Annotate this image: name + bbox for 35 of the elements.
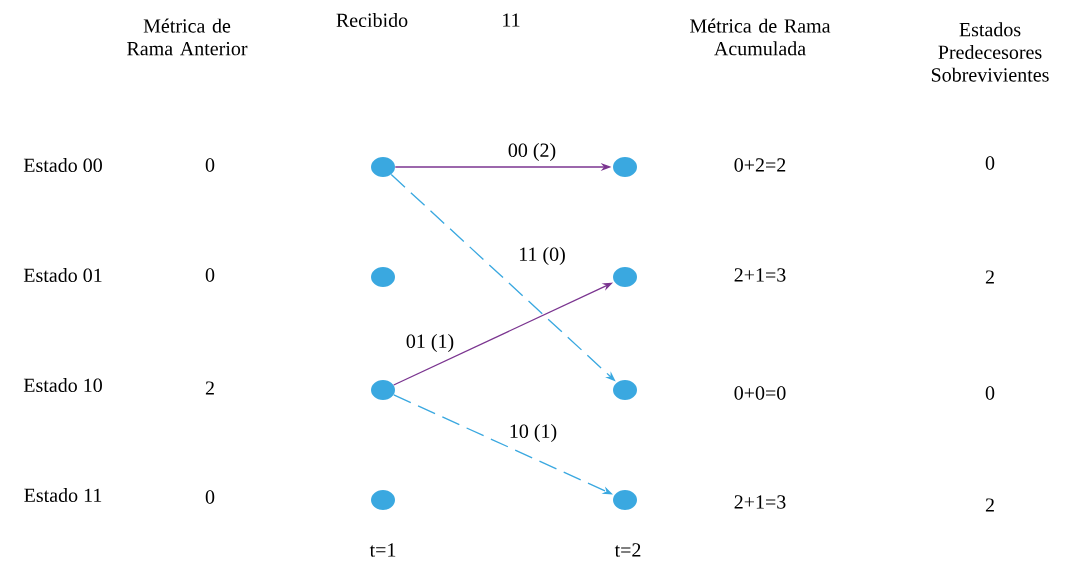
label-text: Métrica de Rama Anterior — [127, 18, 248, 56]
label-text: 0+0=0 — [734, 386, 786, 400]
state-dot — [613, 380, 637, 400]
label-text: 2+1=3 — [734, 268, 786, 282]
label-text: 2+1=3 — [734, 495, 786, 509]
edge-label: 00 (2) — [506, 141, 558, 163]
label-text: Estado 10 — [23, 378, 102, 393]
label-text: 0 — [205, 158, 215, 172]
edge-label: 11 (0) — [516, 245, 568, 267]
label-text: 0 — [985, 156, 995, 170]
state-dot — [613, 157, 637, 177]
state-dot — [613, 490, 637, 510]
edge-label: 10 (1) — [507, 422, 559, 444]
label-text: 0 — [205, 490, 215, 504]
state-dot — [371, 490, 395, 510]
label-text: 2 — [985, 498, 994, 512]
label-text: t=1 — [369, 543, 396, 557]
state-dot — [613, 267, 637, 287]
label-text: 0 — [205, 268, 215, 282]
label-text: Estado 11 — [24, 488, 102, 503]
label-text: Estado 00 — [23, 157, 102, 173]
edge-label: 01 (1) — [404, 332, 456, 354]
label-text: Estado 01 — [23, 267, 102, 283]
state-dot — [371, 380, 395, 400]
label-text: 0+2=2 — [734, 158, 786, 172]
label-text: 0 — [985, 386, 995, 400]
label-text: t=2 — [614, 543, 641, 557]
label-text: 11 — [503, 13, 520, 27]
label-text: 2 — [985, 270, 994, 284]
label-text: 2 — [205, 381, 214, 395]
label-text: Recibido — [336, 12, 408, 28]
label-text: Estados Predecesores Sobrevivientes — [931, 22, 1049, 82]
state-dot — [371, 157, 395, 177]
label-text: Métrica de Rama Acumulada — [690, 18, 831, 56]
state-dot — [371, 267, 395, 287]
